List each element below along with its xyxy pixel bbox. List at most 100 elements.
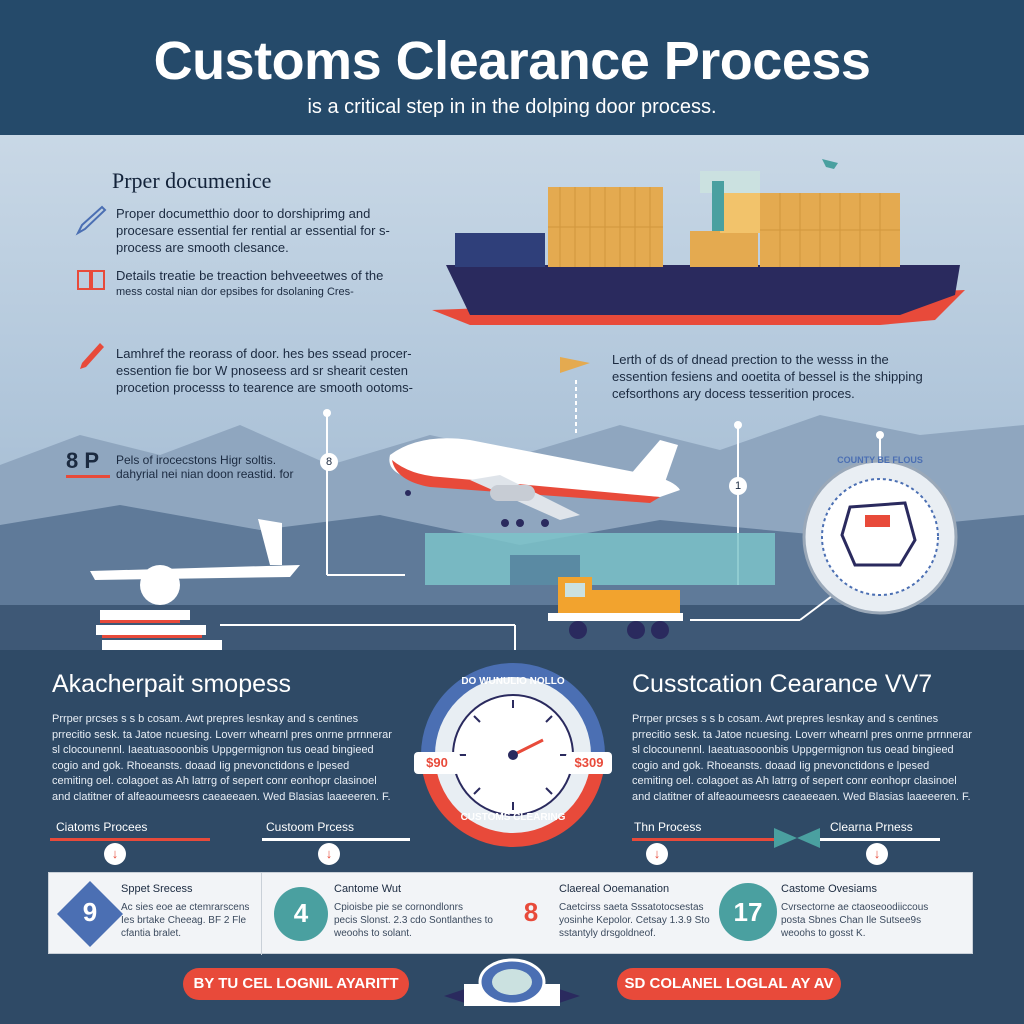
badge-text: Pels of irocecstons Higr soltis. dahyria…	[116, 453, 316, 481]
bowtie-connector-icon	[774, 828, 820, 848]
process-line-4	[820, 838, 940, 841]
terminal-platform	[425, 533, 775, 585]
doc-item-1-line-1: Proper documetthio door to dorshiprimg a…	[116, 206, 371, 221]
footer-right-button[interactable]: SD COLANEL LOGLAL AY AV	[617, 968, 841, 1000]
page-subtitle: is a critical step in in the dolping doo…	[307, 96, 717, 118]
right-block-line: Prrper prcses s s b cosam. Awt prepres l…	[632, 713, 939, 725]
document-icon	[77, 270, 105, 290]
doc-item-3-line-1: Lamhref the reorass of door. hes bes sse…	[116, 346, 412, 361]
step-2-text: Cpioisbe pie se cornondlonrs pecis Slons…	[334, 901, 524, 940]
process-label-2: Custoom Prcess	[266, 820, 355, 834]
gauge-top-text: DO WUNULIO NOLLO	[461, 676, 565, 687]
left-block-line: cemiting oel. colagoet as Ah latrrg of s…	[52, 775, 377, 787]
process-line-2	[262, 838, 410, 841]
right-block-text: Prrper prcses s s b cosam. Awt prepres l…	[632, 712, 992, 805]
doc-item-1-line-2: procesare essential fer rential ar essen…	[116, 223, 390, 238]
small-aircraft	[90, 519, 300, 650]
right-block-line: prrecitio sesk. ta Jatoe ncuesing. Lover…	[632, 728, 972, 741]
doc-item-2-line-2: mess costal nian dor epsibes for dsolani…	[116, 286, 354, 298]
doc-item-2-line-1: Details treatie be treaction behveeetwes…	[116, 268, 384, 283]
step-3-title: Claereal Ooemanation	[559, 883, 670, 895]
step-3-line-1: Caetcirss saeta Sssatotocsestas	[559, 902, 704, 913]
left-block-line: cogio and gok. Rhoeansts. doaad Iig pnev…	[52, 759, 350, 772]
truck	[548, 577, 683, 639]
step-2-title: Cantome Wut	[334, 883, 402, 895]
step-4-number: 17	[733, 897, 763, 927]
airplane	[389, 438, 680, 527]
step-4-title: Castome Ovesiams	[781, 883, 877, 895]
badge-8p: 8 P	[66, 448, 110, 478]
step-2-circle	[274, 887, 328, 941]
right-description-line-1: Lerth of ds of dnead prection to the wes…	[612, 352, 889, 367]
chevron-down-icon: ↓	[318, 843, 340, 865]
seal-text: COUNTY BE FLOUS	[837, 455, 923, 465]
step-3: 8 Claereal Ooemanation Caetcirss saeta S…	[511, 873, 721, 955]
steps-bar: 9 Sppet Srecess Ac sies eoe ae ctemrarsc…	[48, 872, 973, 955]
process-label-1: Ciatoms Procees	[56, 820, 148, 834]
step-4-line-2: posta Sbnes Chan Ile Sutsee9s	[781, 915, 922, 926]
doc-item-3-line-2: essention fie bor W pnoseess ard sr shea…	[116, 363, 408, 378]
right-block-line: cemiting oel. colagoet as Ah latrrg of s…	[632, 775, 957, 787]
process-label-4: Clearna Prness	[830, 820, 913, 834]
flow-marker-right: 1	[729, 477, 747, 495]
step-4-text: Cvrsectorne ae ctaoseoodiiccous posta Sb…	[781, 901, 961, 940]
step-1-title: Sppet Srecess	[121, 883, 193, 895]
step-2: 4 Cantome Wut Cpioisbe pie se cornondlon…	[262, 873, 532, 955]
right-description-line-2: essention fesiens and ooetita of bessel …	[612, 369, 923, 384]
step-2-line-3: weoohs to solant.	[334, 928, 412, 939]
doc-item-1-line-3: process are smooth clesance.	[116, 240, 289, 255]
step-1: 9 Sppet Srecess Ac sies eoe ae ctemrarsc…	[49, 873, 261, 955]
step-1-diamond	[57, 881, 123, 947]
step-3-line-3: sstantyly drsgoldneof.	[559, 928, 656, 939]
customs-seal	[802, 459, 958, 615]
emblem-icon	[444, 958, 580, 1006]
step-3-line-2: yosinhe Kepolor. Cetsay 1.3.9 Sto	[559, 915, 710, 926]
right-block-heading: Cusstcation Cearance VV7	[632, 670, 933, 698]
page-title: Customs Clearance Process	[153, 31, 871, 91]
flag-icon	[560, 357, 590, 373]
left-block-line: prrecitio sesk. ta Jatoe ncuesing. Lover…	[52, 728, 392, 741]
chevron-down-icon: ↓	[104, 843, 126, 865]
left-block-line: and clatitner of alfeaoumeesrs caeaeeaen…	[52, 790, 391, 803]
right-description-line-3: cefsorthons ary docess tesserition proce…	[612, 386, 855, 401]
illustration-area: Prper documenice Proper documetthio door…	[0, 135, 1024, 665]
clearance-gauge	[421, 663, 605, 847]
pen-icon	[75, 205, 107, 236]
step-2-number: 4	[293, 898, 309, 928]
step-3-number: 8	[523, 897, 539, 927]
step-1-line-2: Ies brtake Cheeag. BF 2 Fle	[121, 915, 247, 926]
doc-item-2: Details treatie be treaction behveeetwes…	[116, 267, 421, 301]
chevron-down-icon: ↓	[866, 843, 888, 865]
step-1-number: 9	[82, 897, 98, 927]
right-block-line: cogio and gok. Rhoeansts. doaad Iig pnev…	[632, 759, 930, 772]
chevron-down-icon: ↓	[646, 843, 668, 865]
step-divider	[261, 873, 262, 955]
flow-connectors	[220, 380, 881, 655]
step-3-text: Caetcirss saeta Sssatotocsestas yosinhe …	[559, 901, 719, 940]
flow-marker-left: 8	[320, 453, 338, 471]
documentation-heading: Prper documenice	[112, 168, 272, 193]
process-line-1	[50, 838, 210, 841]
doc-item-3-line-3: procetion processs to tearence are smoot…	[116, 380, 413, 395]
process-label-3: Thn Process	[634, 820, 702, 834]
doc-item-1: Proper documetthio door to dorshiprimg a…	[116, 205, 416, 256]
step-4-circle	[719, 883, 777, 941]
gauge-right-value: $309	[566, 752, 612, 774]
right-block-line: and clatitner of alfeaoumeesrs caeaeeaen…	[632, 790, 971, 803]
footer-left-button[interactable]: BY TU CEL LOGNIL AYARITT	[183, 968, 409, 1000]
left-block-line: Prrper prcses s s b cosam. Awt prepres l…	[52, 713, 359, 725]
step-4-line-3: weoohs to gosst K.	[781, 928, 866, 939]
step-1-text: Ac sies eoe ae ctemrarscens Ies brtake C…	[121, 901, 259, 940]
left-block-heading: Akacherpait smopess	[52, 670, 292, 698]
doc-item-3: Lamhref the reorass of door. hes bes sse…	[116, 345, 436, 396]
left-block-text: Prrper prcses s s b cosam. Awt prepres l…	[52, 712, 412, 805]
step-2-line-2: pecis Slonst. 2.3 cdo Sontlanthes to	[334, 915, 493, 926]
gauge-left-value: $90	[414, 752, 460, 774]
gauge-bottom-text: CUSTOMS CLEARING	[460, 812, 566, 823]
pencil-icon	[80, 343, 104, 369]
header-banner: Customs Clearance Process is a critical …	[0, 0, 1024, 135]
step-1-line-1: Ac sies eoe ae ctemrarscens	[121, 902, 250, 913]
step-4: 17 Castome Ovesiams Cvrsectorne ae ctaos…	[717, 873, 973, 955]
right-block-line: sl clocounennl. Iaeatuasooonbis Uppgermi…	[632, 744, 954, 756]
drone-icon	[822, 159, 838, 169]
